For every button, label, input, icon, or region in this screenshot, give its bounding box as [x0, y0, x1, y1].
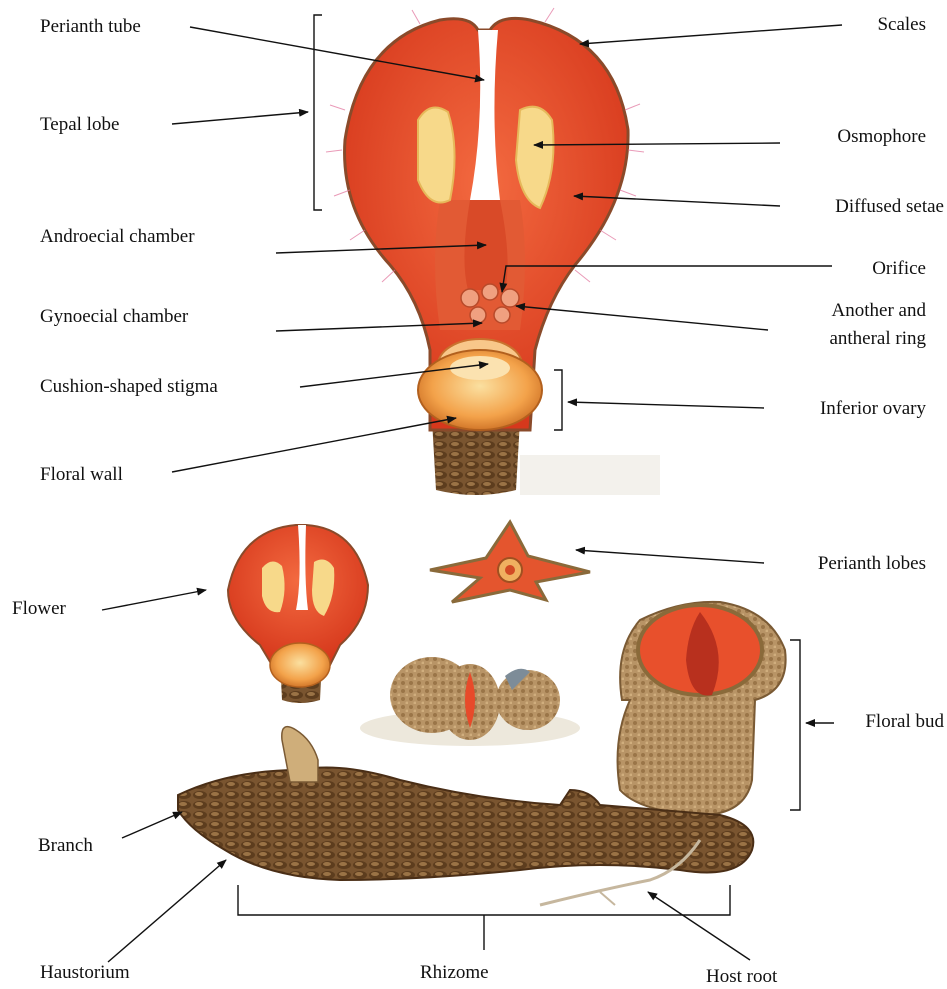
bracket-tepal-lobe	[314, 15, 322, 210]
label-osmophore: Osmophore	[837, 126, 926, 147]
label-host-root: Host root	[706, 966, 778, 987]
label-anther-line2: antheral ring	[829, 328, 926, 349]
arrow-perianth-lobes	[576, 550, 764, 563]
osmophore-left	[418, 108, 455, 203]
floral-bud-illustration	[618, 602, 786, 815]
label-cushion-stigma: Cushion-shaped stigma	[40, 376, 218, 397]
arrow-flower	[102, 590, 206, 610]
label-scales: Scales	[877, 14, 926, 35]
arrow-floral-wall	[172, 418, 456, 472]
label-floral-wall: Floral wall	[40, 464, 123, 485]
label-tepal-lobe: Tepal lobe	[40, 114, 119, 135]
bracket-inferior-ovary	[554, 370, 562, 430]
label-inferior-ovary: Inferior ovary	[820, 398, 927, 419]
bud-cluster-illustration	[360, 657, 580, 746]
arrow-host-root	[648, 892, 750, 960]
main-flower-illustration	[326, 8, 644, 495]
label-anther-line1: Another and	[832, 300, 927, 321]
label-haustorium: Haustorium	[40, 962, 130, 983]
label-diffused-setae: Diffused setae	[835, 196, 944, 217]
arrow-inferior-ovary	[568, 402, 764, 408]
label-perianth-tube: Perianth tube	[40, 16, 141, 37]
label-flower: Flower	[12, 598, 67, 619]
arrow-haustorium	[108, 860, 226, 962]
arrow-scales	[580, 25, 842, 44]
arrow-branch	[122, 812, 182, 838]
label-androecial-chamber: Androecial chamber	[40, 226, 195, 247]
arrow-anther-ring	[516, 306, 768, 330]
label-rhizome: Rhizome	[420, 962, 489, 983]
small-flower-illustration	[228, 525, 368, 703]
arrow-tepal-lobe	[172, 112, 308, 124]
bracket-floral-bud	[790, 640, 800, 810]
label-floral-bud: Floral bud	[865, 711, 944, 732]
label-gynoecial-chamber: Gynoecial chamber	[40, 306, 189, 327]
label-branch: Branch	[38, 835, 93, 856]
label-orifice: Orifice	[872, 258, 926, 279]
bracket-rhizome	[238, 885, 730, 950]
perianth-lobes-illustration	[430, 522, 590, 602]
label-perianth-lobes: Perianth lobes	[818, 553, 926, 574]
